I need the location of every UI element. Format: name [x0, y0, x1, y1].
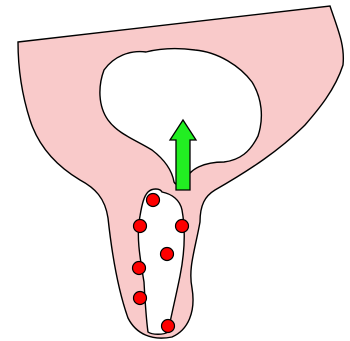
red-dot-right-2 — [161, 248, 174, 261]
red-dot-left-1 — [147, 194, 160, 207]
red-dot-left-2 — [134, 220, 147, 233]
red-dot-right-1 — [176, 220, 189, 233]
red-dot-left-3 — [133, 262, 146, 275]
red-dot-left-4 — [134, 292, 147, 305]
red-dot-right-3 — [162, 320, 175, 333]
